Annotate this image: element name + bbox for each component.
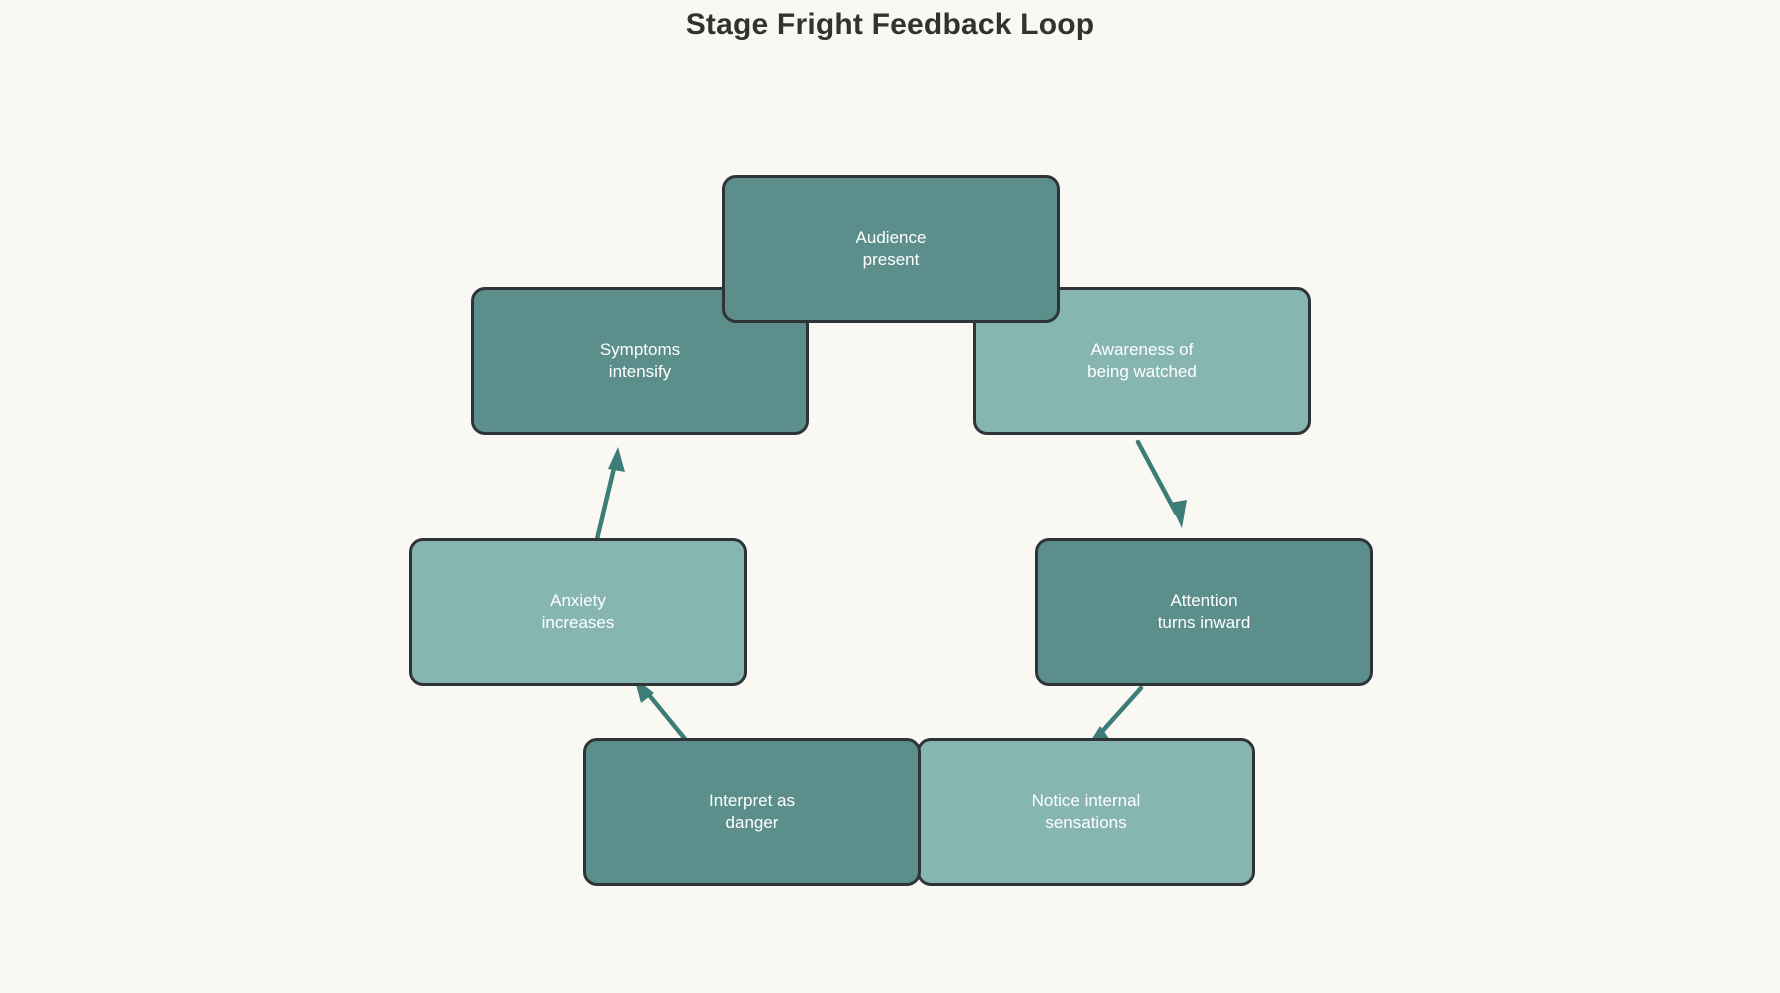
page-title: Stage Fright Feedback Loop [685,8,1095,41]
node-interpret-as-danger[interactable]: Interpret as danger [583,738,921,886]
edge-awareness-to-attention [1135,439,1187,528]
node-label: Audience present [855,228,927,269]
node-notice-internal-sensations[interactable]: Notice internal sensations [917,738,1255,886]
node-label: Notice internal sensations [1031,791,1141,832]
edge-anxiety-to-symptoms [594,447,625,542]
node-label: Interpret as danger [709,791,795,832]
node-label: Awareness of being watched [1087,340,1197,381]
node-audience-present[interactable]: Audience present [722,175,1060,323]
node-attention-turns-inward[interactable]: Attention turns inward [1035,538,1373,686]
node-label: Attention turns inward [1157,591,1251,632]
node-label: Symptoms intensify [599,340,681,381]
node-label: Anxiety increases [541,591,615,632]
node-anxiety-increases[interactable]: Anxiety increases [409,538,747,686]
